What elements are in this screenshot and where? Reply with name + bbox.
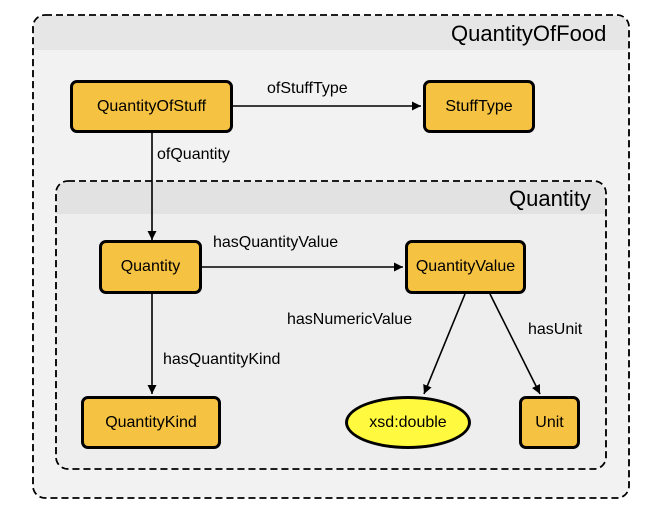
node-quantityvalue[interactable]: QuantityValue bbox=[405, 240, 526, 294]
node-xsd-double[interactable]: xsd:double bbox=[345, 396, 471, 449]
container-title-quantity: Quantity bbox=[509, 186, 591, 211]
node-quantitykind[interactable]: QuantityKind bbox=[81, 396, 221, 449]
edge-label-ofstufftype: ofStuffType bbox=[267, 80, 348, 97]
edge-hasunit bbox=[489, 293, 541, 395]
node-stufftype[interactable]: StuffType bbox=[423, 80, 535, 133]
edge-label-hasquantitykind: hasQuantityKind bbox=[163, 351, 281, 368]
container-title-quantityoffood: QuantityOfFood bbox=[451, 21, 607, 46]
node-unit[interactable]: Unit bbox=[519, 396, 580, 449]
edge-label-hasquantityvalue: hasQuantityValue bbox=[213, 234, 339, 251]
edge-label-ofquantity: ofQuantity bbox=[157, 146, 230, 163]
edge-hasnumericvalue bbox=[423, 293, 466, 395]
node-quantityofstuff[interactable]: QuantityOfStuff bbox=[70, 80, 233, 133]
edge-label-hasunit: hasUnit bbox=[528, 321, 583, 338]
edge-label-hasnumericvalue: hasNumericValue bbox=[287, 311, 413, 328]
node-quantity[interactable]: Quantity bbox=[99, 240, 202, 294]
